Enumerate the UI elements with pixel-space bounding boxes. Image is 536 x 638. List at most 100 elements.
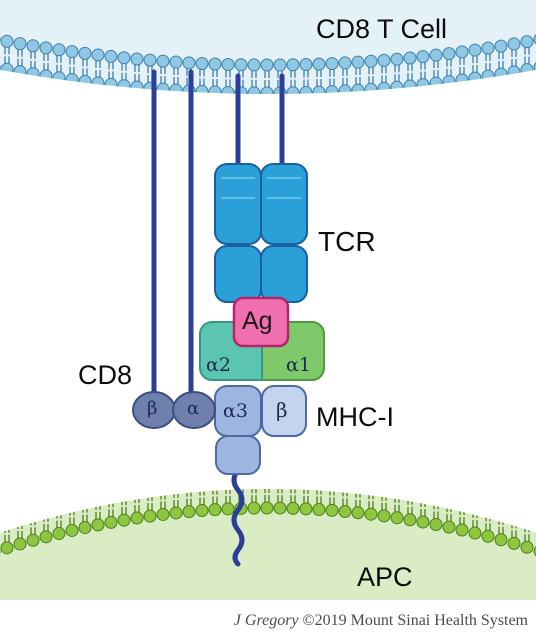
lipid-head	[143, 509, 157, 523]
lipid-head	[39, 69, 53, 83]
lipid-head	[117, 513, 131, 527]
lipid-head	[52, 527, 66, 541]
credit-author: J Gregory	[233, 612, 299, 629]
lipid-head	[481, 501, 495, 515]
lipid-head	[429, 48, 443, 62]
lipid-head	[416, 50, 430, 64]
lipid-head	[26, 505, 40, 519]
lipid-head	[0, 513, 14, 527]
lipid-head	[169, 489, 183, 492]
cd8-label: CD8	[78, 360, 133, 390]
lipid-head	[117, 489, 131, 499]
lipid-head	[520, 512, 534, 526]
lipid-head	[390, 511, 404, 525]
lipid-head	[91, 518, 105, 532]
lipid-head	[403, 513, 417, 527]
lipid-head	[78, 46, 92, 60]
tcr-beta-variable-domain	[260, 163, 308, 245]
lipid-head	[468, 526, 482, 540]
lipid-head	[377, 81, 391, 94]
lipid-head	[507, 65, 521, 79]
lipid-head	[0, 62, 14, 76]
lipid-head	[234, 58, 248, 72]
lipid-head	[274, 474, 286, 486]
lipid-head	[403, 51, 417, 65]
lipid-head	[13, 37, 27, 51]
lipid-head	[325, 503, 339, 517]
lipid-head	[65, 495, 79, 509]
cd8-beta-label: β	[147, 398, 158, 419]
lipid-head	[78, 74, 92, 88]
lipid-head	[377, 489, 391, 495]
lipid-head	[247, 501, 261, 515]
antigen-presenting-cell	[0, 474, 536, 600]
lipid-head	[338, 84, 352, 94]
lipid-head	[468, 498, 482, 512]
lipid-head	[403, 79, 417, 93]
lipid-head	[104, 515, 118, 529]
lipid-head	[130, 489, 144, 497]
lipid-head	[533, 544, 536, 558]
lipid-head	[325, 57, 339, 71]
lipid-head	[312, 85, 326, 94]
lipid-head	[468, 71, 482, 85]
lipid-head	[195, 489, 209, 490]
lipid-head	[78, 493, 92, 507]
lipid-head	[273, 58, 287, 72]
lipid-head	[273, 501, 287, 515]
lipid-head	[117, 79, 131, 93]
lipid-head	[248, 474, 260, 486]
apc-label: APC	[357, 562, 413, 592]
lipid-head	[442, 492, 456, 506]
lipid-head	[221, 502, 235, 516]
lipid-head	[156, 82, 170, 94]
lipid-head	[494, 67, 508, 81]
lipid-head	[364, 54, 378, 68]
tcr-stalks	[235, 73, 285, 173]
lipid-head	[221, 57, 235, 71]
lipid-head	[104, 77, 118, 91]
lipid-head	[494, 39, 508, 53]
lipid-head	[390, 489, 404, 497]
lipid-head	[117, 51, 131, 65]
lipid-head	[169, 55, 183, 69]
lipid-head	[286, 58, 300, 72]
lipid-head	[299, 85, 313, 94]
lipid-head	[468, 43, 482, 57]
lipid-head	[13, 537, 27, 551]
lipid-head	[312, 57, 326, 71]
t-cell-label: CD8 T Cell	[316, 14, 448, 44]
lipid-head	[351, 55, 365, 69]
lipid-head	[208, 57, 222, 71]
t-cell-cytoplasm	[0, 0, 536, 94]
lipid-head	[507, 508, 521, 522]
tcr-alpha-variable-domain	[214, 163, 262, 245]
lipid-head	[338, 489, 352, 490]
lipid-head	[156, 507, 170, 521]
lipid-head	[0, 541, 14, 555]
lipid-head	[403, 489, 417, 499]
lipid-head	[416, 489, 430, 501]
lipid-head	[442, 75, 456, 89]
lipid-head	[247, 58, 261, 72]
mhc-transmembrane-domain	[215, 435, 261, 475]
lipid-head	[65, 73, 79, 87]
lipid-head	[533, 32, 536, 46]
lipid-head	[39, 502, 53, 516]
lipid-head	[169, 83, 183, 94]
tcr-beta-constant-domain	[260, 245, 308, 303]
lipid-head	[351, 506, 365, 520]
lipid-head	[195, 84, 209, 94]
lipid-head	[13, 65, 27, 79]
lipid-head	[481, 41, 495, 55]
lipid-head	[260, 58, 274, 72]
lipid-head	[520, 540, 534, 554]
lipid-head	[455, 495, 469, 509]
lipid-head	[326, 476, 338, 488]
lipid-head	[169, 506, 183, 520]
credit-rest: ©2019 Mount Sinai Health System	[302, 612, 528, 629]
lipid-head	[65, 45, 79, 59]
lipid-head	[429, 518, 443, 532]
lipid-head	[26, 533, 40, 547]
